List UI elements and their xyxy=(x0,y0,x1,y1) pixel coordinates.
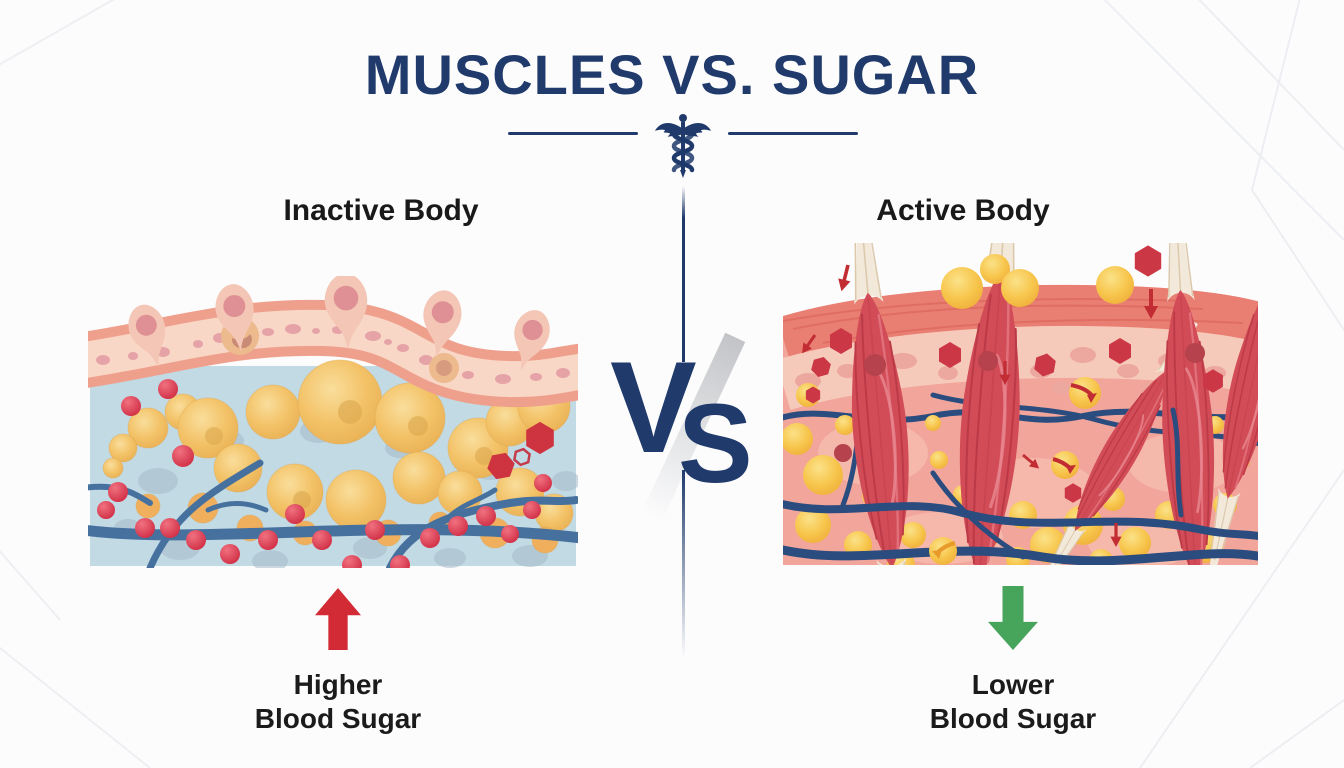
divider-line-right xyxy=(728,132,858,135)
muscle-fibers-group xyxy=(834,243,1258,565)
center-divider-line-top xyxy=(682,186,685,362)
active-body-heading: Active Body xyxy=(876,194,1050,227)
glucose-entry-arrows xyxy=(929,377,1101,565)
page-title: MUSCLES VS. SUGAR xyxy=(364,43,980,106)
skin-layer xyxy=(88,299,578,408)
caduceus-icon xyxy=(654,114,712,178)
higher-label-line1: Higher xyxy=(293,669,383,700)
vs-letter-s: S xyxy=(678,381,753,506)
sugar-dots-group xyxy=(97,379,552,568)
vs-letter-v: V xyxy=(610,334,697,480)
down-arrow-icon xyxy=(988,586,1038,650)
vessels-front-group xyxy=(783,407,1258,565)
vs-badge: V S xyxy=(600,330,780,530)
lower-label-line2: Blood Sugar xyxy=(929,703,1097,734)
fat-cells-group xyxy=(102,359,574,554)
inactive-body-illustration xyxy=(88,276,578,568)
center-divider-line-bottom xyxy=(682,470,685,658)
up-arrow-icon xyxy=(315,588,361,650)
title-divider xyxy=(0,112,1344,192)
inactive-body-heading: Inactive Body xyxy=(283,194,479,227)
inactive-body-footer: Higher Blood Sugar xyxy=(188,588,488,736)
higher-label-line2: Blood Sugar xyxy=(254,703,422,734)
divider-line-left xyxy=(508,132,638,135)
sugar-hexagons-group xyxy=(484,421,554,484)
active-body-illustration xyxy=(783,243,1258,565)
active-body-footer: Lower Blood Sugar xyxy=(863,586,1163,736)
lower-label-line1: Lower xyxy=(971,669,1055,700)
floating-glucose-group xyxy=(941,254,1134,309)
